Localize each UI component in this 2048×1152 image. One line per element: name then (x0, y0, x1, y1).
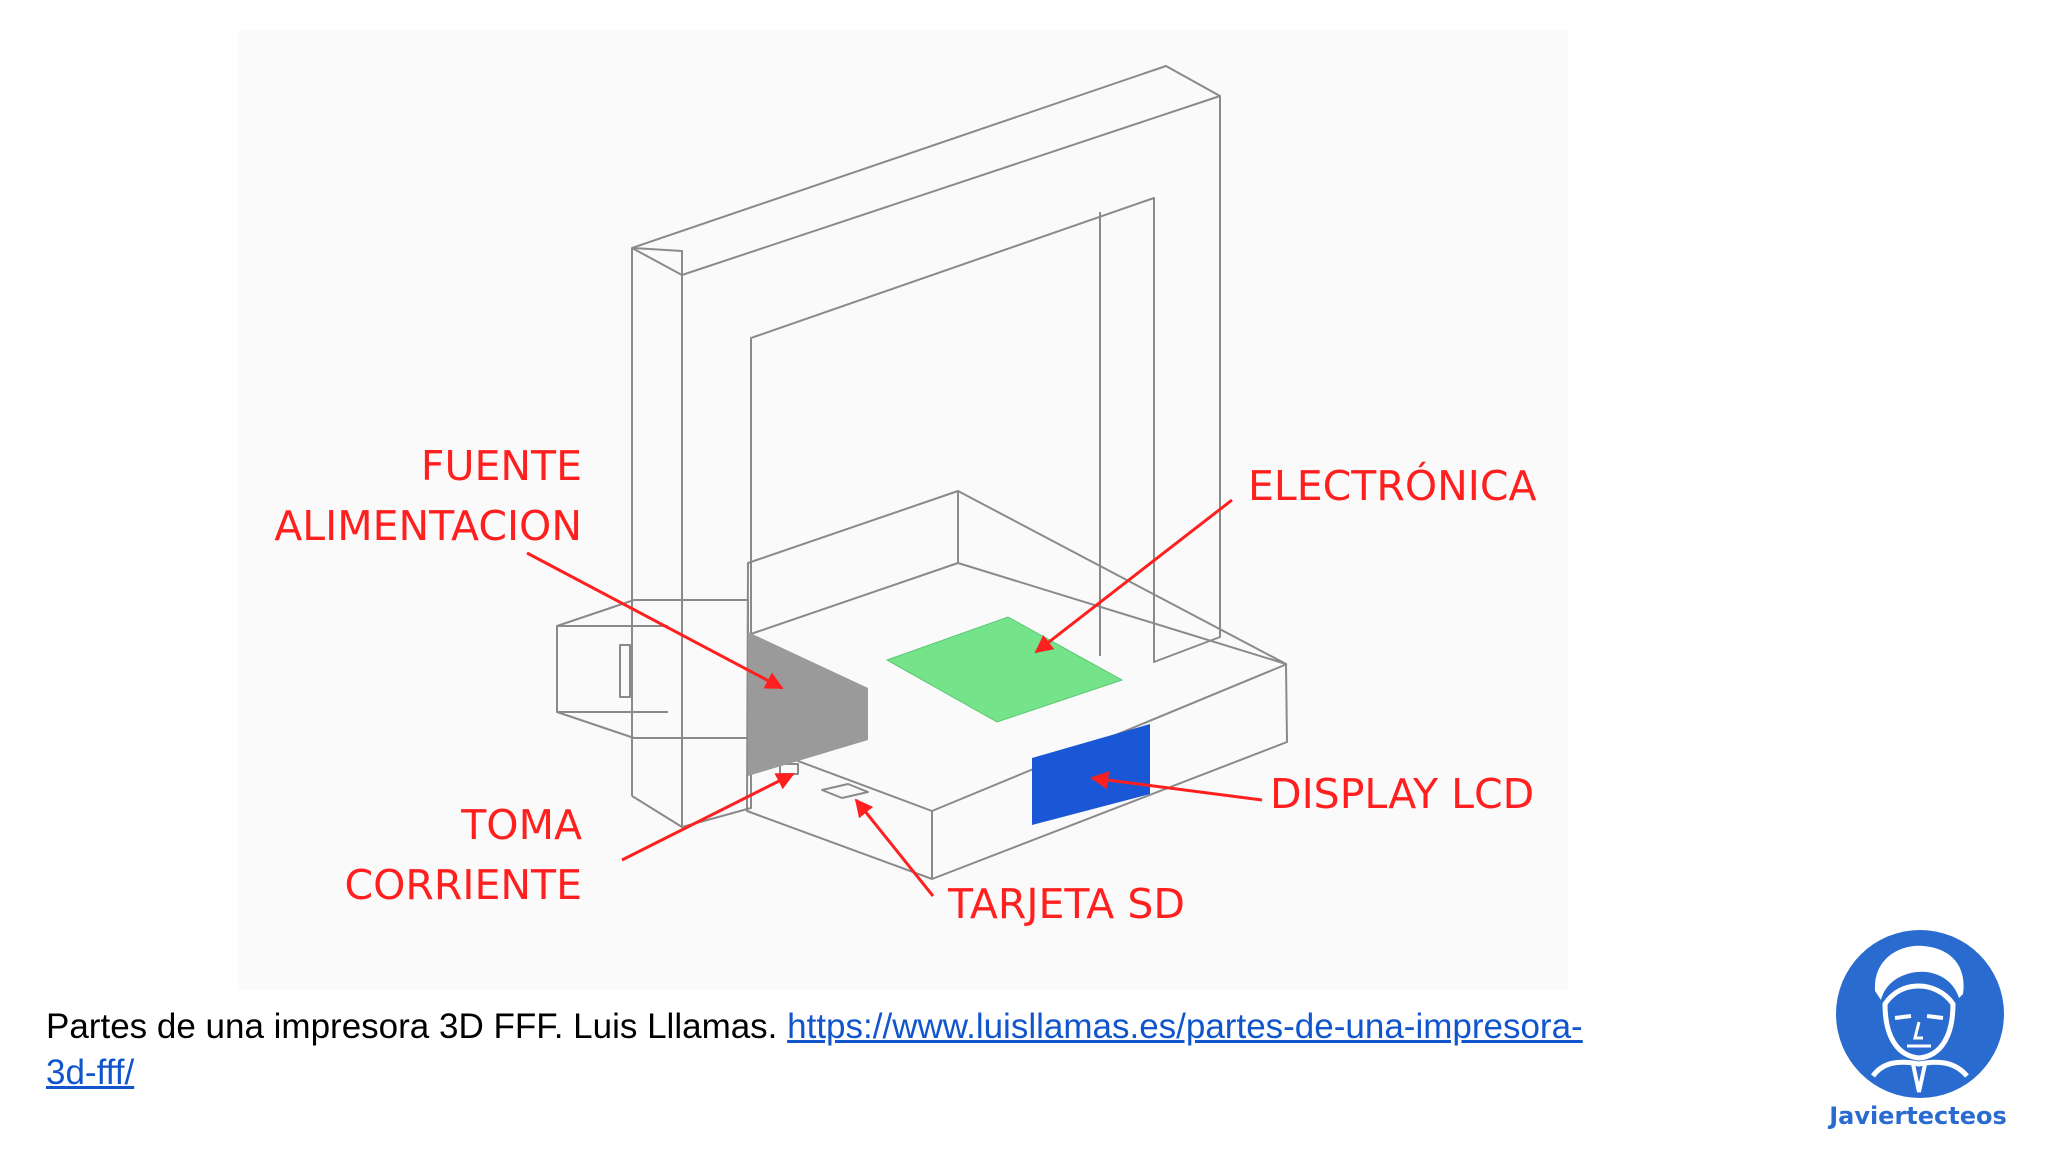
callout-arrows (526, 498, 1263, 897)
power-supply-block (748, 632, 868, 776)
arrow-toma (621, 772, 795, 862)
label-fuente-line2: ALIMENTACION (274, 502, 582, 550)
logo-brand-text: Javiertecteos (1827, 1102, 2007, 1130)
label-electronica: ELECTRÓNICA (1248, 462, 1537, 510)
arrow-fuente (526, 551, 784, 690)
arrow-display (1090, 771, 1263, 802)
label-display: DISPLAY LCD (1270, 770, 1534, 818)
electronics-board (885, 616, 1124, 723)
arrow-electronica (1034, 498, 1233, 654)
callout-labels: FUENTE ALIMENTACION ELECTRÓNICA DISPLAY … (274, 442, 1536, 928)
portrait-icon (1870, 945, 1969, 1093)
sd-card-slot (821, 783, 869, 799)
label-toma-line2: CORRIENTE (345, 861, 583, 909)
arrow-tarjeta (854, 798, 935, 897)
javiertecteos-logo: Javiertecteos (1827, 930, 2007, 1130)
label-tarjeta: TARJETA SD (947, 880, 1185, 928)
label-fuente-line1: FUENTE (421, 442, 582, 490)
label-toma-line1: TOMA (460, 801, 582, 849)
caption-text: Partes de una impresora 3D FFF. Luis Lll… (46, 1007, 788, 1046)
source-link[interactable]: https://www.luisllamas.es/partes-de-una-… (46, 1007, 1583, 1092)
image-caption: Partes de una impresora 3D FFF. Luis Lll… (46, 1004, 1606, 1096)
